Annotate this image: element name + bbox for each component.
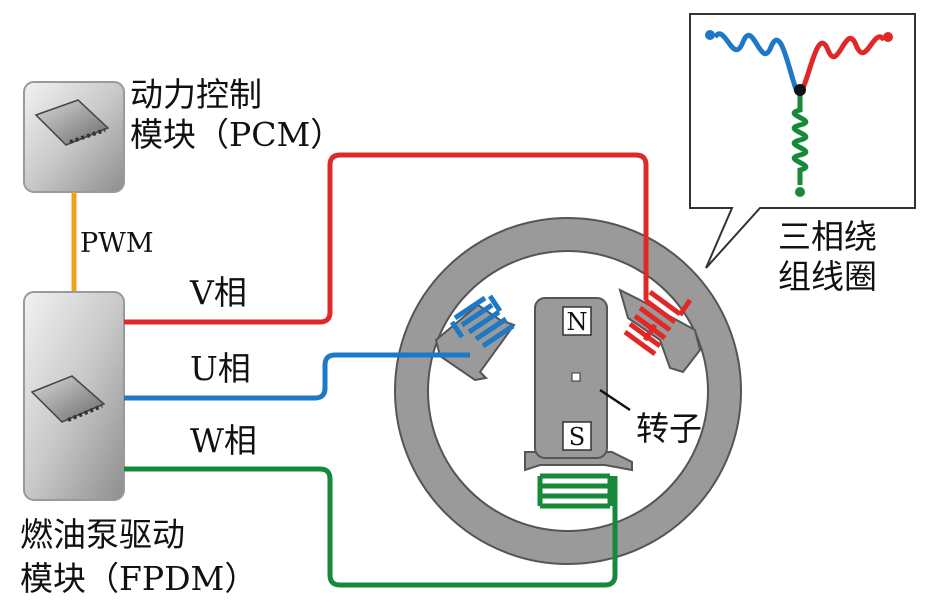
- rotor: N S: [534, 297, 631, 459]
- fpdm-module: [23, 291, 125, 501]
- pole-n-label: N: [567, 308, 588, 336]
- rotor-label: 转子: [636, 409, 702, 448]
- fpdm-label-line1: 燃油泵驱动: [20, 515, 185, 554]
- pcm-label-line1: 动力控制: [130, 75, 262, 114]
- phase-u-label: U相: [190, 349, 251, 388]
- pcm-label-line2: 模块（PCM）: [130, 115, 343, 154]
- y-winding-icon: [705, 30, 893, 197]
- coil-label-line2: 组线圈: [778, 257, 877, 296]
- coil-w: [537, 473, 613, 509]
- phase-w-label: W相: [190, 421, 257, 460]
- pole-s-label: S: [569, 423, 585, 451]
- pcm-module: [23, 81, 125, 193]
- fpdm-label-line2: 模块（FPDM）: [20, 559, 257, 598]
- phase-w-wire: [124, 466, 618, 588]
- phase-u-wire: [124, 352, 470, 401]
- winding-callout: [689, 13, 916, 269]
- coil-label-line1: 三相绕: [778, 217, 877, 256]
- phase-v-label: V相: [189, 273, 247, 312]
- pwm-label: PWM: [80, 228, 154, 259]
- coil-u: [449, 294, 515, 349]
- chip-icon: [34, 99, 110, 146]
- coil-v: [623, 289, 693, 357]
- chip-icon: [30, 375, 106, 423]
- phase-v-wire: [124, 152, 649, 325]
